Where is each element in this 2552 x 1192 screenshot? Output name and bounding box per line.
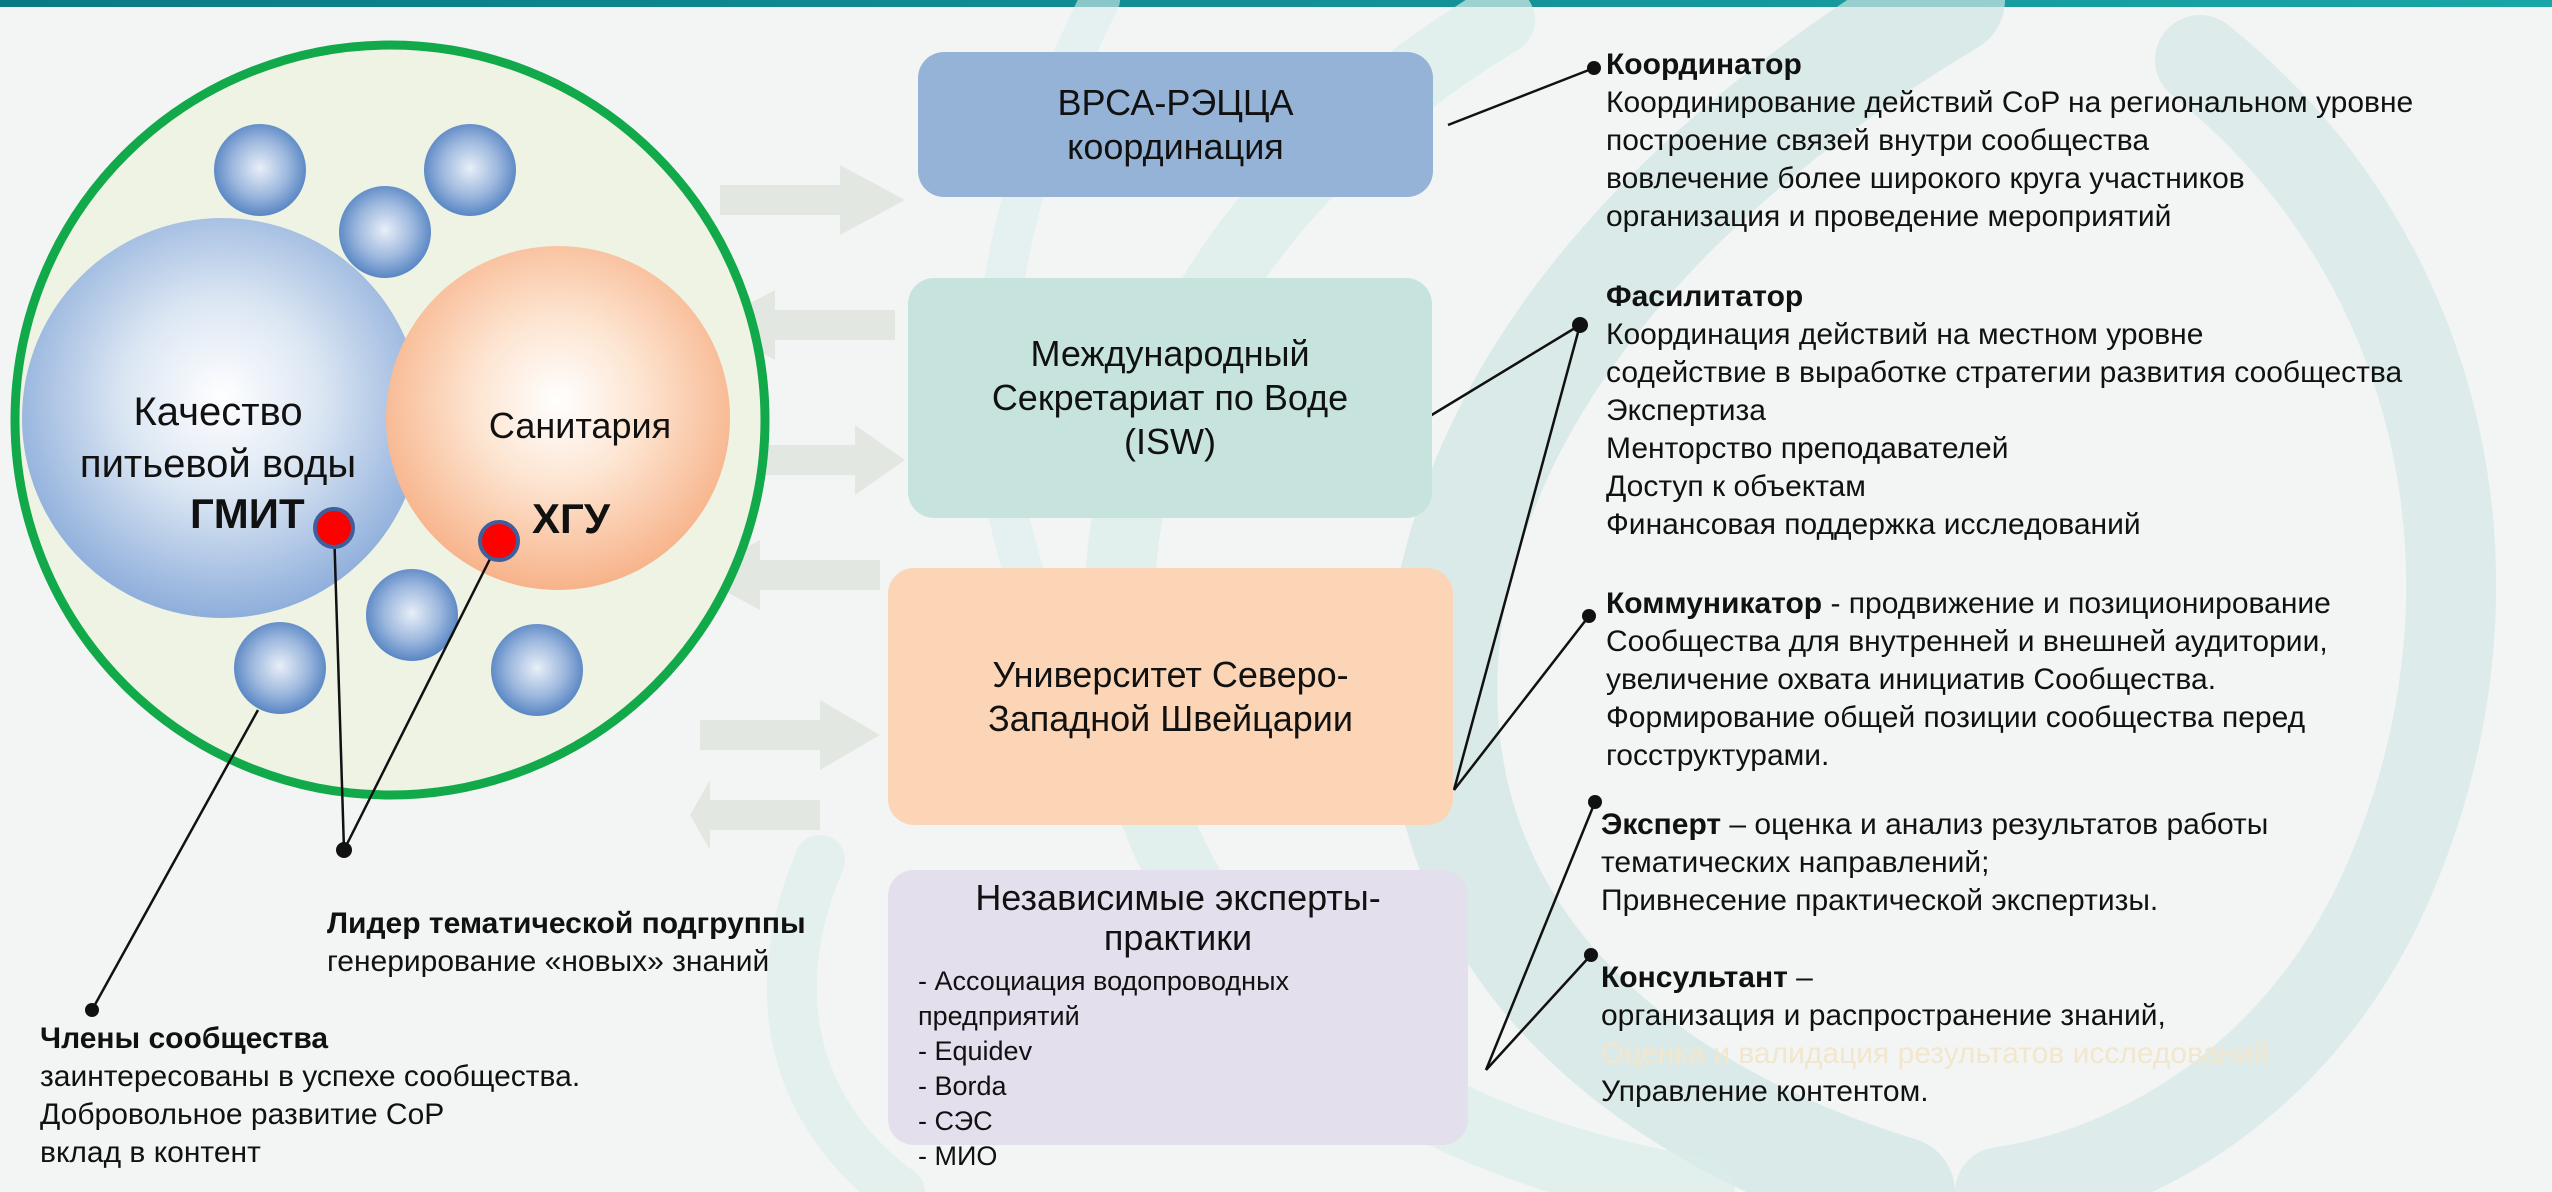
- expert-title-suffix: – оценка и анализ результатов работы: [1721, 808, 2269, 841]
- gmit-label: ГМИТ: [190, 490, 305, 537]
- communicator-line: госструктурами.: [1606, 739, 1830, 772]
- communicator-title: Коммуникатор: [1606, 587, 1823, 620]
- leader-line: генерирование «новых» знаний: [327, 945, 770, 978]
- consultant-block: Консультант – организация и распростране…: [1601, 959, 2269, 1111]
- facilitator-line: содействие в выработке стратегии развити…: [1606, 356, 2403, 389]
- member-dot: [339, 186, 431, 278]
- facilitator-block: Фасилитатор Координация действий на мест…: [1606, 278, 2402, 544]
- vrsa-coordination-box: ВРСА-РЭЦЦА координация: [918, 52, 1433, 197]
- member-dots: [214, 124, 583, 716]
- experts-list-item: - Ассоциация водопроводных: [918, 966, 1289, 996]
- facilitator-line: Финансовая поддержка исследований: [1606, 508, 2141, 541]
- experts-title-line1: Независимые эксперты-: [975, 877, 1381, 918]
- member-dot: [366, 569, 458, 661]
- isw-line3: (ISW): [1124, 421, 1216, 462]
- communicator-line: Сообщества для внутренней и внешней ауди…: [1606, 625, 2328, 658]
- consultant-line-faint: Оценка и валидация результатов исследова…: [1601, 1037, 2270, 1070]
- experts-title-line2: практики: [1103, 917, 1253, 958]
- expert-title: Эксперт: [1601, 808, 1722, 841]
- coordinator-block: Координатор Координирование действий CoP…: [1606, 46, 2413, 236]
- members-line: вклад в контент: [40, 1136, 261, 1169]
- experts-list-item: - Equidev: [918, 1036, 1033, 1066]
- isw-line1: Международный: [1030, 333, 1310, 374]
- experts-title: Независимые эксперты- практики: [888, 878, 1468, 958]
- university-line2: Западной Швейцарии: [987, 697, 1354, 739]
- experts-list-item: - Borda: [918, 1071, 1007, 1101]
- experts-list-item: предприятий: [918, 1001, 1080, 1031]
- facilitator-line: Менторство преподавателей: [1606, 432, 2009, 465]
- facilitator-line: Координация действий на местном уровне: [1606, 318, 2204, 351]
- vrsa-line1: ВРСА-РЭЦЦА: [1057, 81, 1294, 123]
- independent-experts-box: Независимые эксперты- практики - Ассоциа…: [888, 870, 1468, 1171]
- expert-line: Привнесение практической экспертизы.: [1601, 884, 2159, 917]
- hgu-marker: [478, 520, 520, 562]
- coordinator-line: вовлечение более широкого круга участник…: [1606, 162, 2245, 195]
- member-dot: [214, 124, 306, 216]
- university-box: Университет Северо- Западной Швейцарии: [888, 568, 1453, 825]
- consultant-line: организация и распространение знаний,: [1601, 999, 2166, 1032]
- drinking-water-label-line1: Качество: [133, 390, 303, 434]
- members-title: Члены сообщества: [40, 1022, 329, 1055]
- communicator-block: Коммуникатор - продвижение и позициониро…: [1606, 585, 2331, 775]
- experts-list: - Ассоциация водопроводных предприятий -…: [918, 964, 1468, 1174]
- experts-list-item: - МИО: [918, 1141, 998, 1171]
- communicator-line: увеличение охвата инициатив Сообщества.: [1606, 663, 2217, 696]
- hgu-label: ХГУ: [532, 495, 610, 542]
- facilitator-title: Фасилитатор: [1606, 280, 1804, 313]
- member-dot: [424, 124, 516, 216]
- expert-block: Эксперт – оценка и анализ результатов ра…: [1601, 806, 2268, 920]
- consultant-line: Управление контентом.: [1601, 1075, 1929, 1108]
- communicator-title-suffix: - продвижение и позиционирование: [1822, 587, 2331, 620]
- coordinator-line: Координирование действий CoP на регионал…: [1606, 86, 2414, 119]
- leader-title: Лидер тематической подгруппы: [327, 907, 806, 940]
- top-accent-bar: [0, 0, 2552, 7]
- coordinator-line: построение связей внутри сообщества: [1606, 124, 2150, 157]
- isw-line2: Секретариат по Воде: [991, 377, 1349, 418]
- vrsa-line2: координация: [1067, 125, 1284, 167]
- gmit-marker: [313, 507, 355, 549]
- members-line: Добровольное развитие CoP: [40, 1098, 445, 1131]
- consultant-title-suffix: –: [1787, 961, 1813, 994]
- consultant-title: Консультант: [1601, 961, 1788, 994]
- members-line: заинтересованы в успехе сообщества.: [40, 1060, 581, 1093]
- communicator-line: Формирование общей позиции сообщества пе…: [1606, 701, 2306, 734]
- facilitator-line: Экспертиза: [1606, 394, 1766, 427]
- expert-line: тематических направлений;: [1601, 846, 1990, 879]
- drinking-water-label-line2: питьевой воды: [79, 442, 357, 486]
- member-dot: [491, 624, 583, 716]
- isw-box: Международный Секретариат по Воде (ISW): [908, 278, 1432, 518]
- coordinator-title: Координатор: [1606, 48, 1802, 81]
- sanitation-label: Санитария: [488, 405, 672, 446]
- connector-lines: [90, 66, 1597, 1071]
- experts-list-item: - СЭС: [918, 1106, 993, 1136]
- member-dot: [234, 622, 326, 714]
- connector-endpoints: [85, 61, 1602, 1017]
- university-line1: Университет Северо-: [992, 653, 1349, 695]
- community-members-block: Члены сообщества заинтересованы в успехе…: [40, 1020, 580, 1172]
- sanitation-circle: [386, 246, 730, 590]
- coordinator-line: организация и проведение мероприятий: [1606, 200, 2172, 233]
- subgroup-leader-block: Лидер тематической подгруппы генерирован…: [327, 905, 806, 981]
- drinking-water-label: Качество питьевой воды: [58, 386, 378, 490]
- facilitator-line: Доступ к объектам: [1606, 470, 1866, 503]
